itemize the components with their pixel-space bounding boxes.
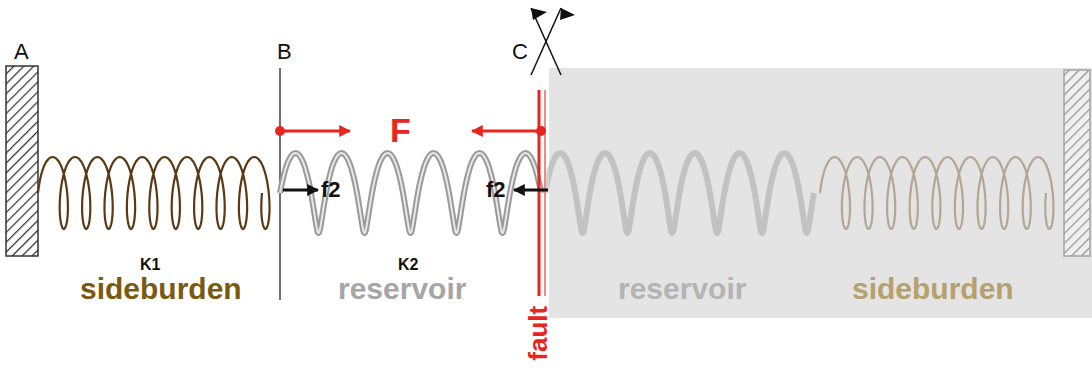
fault-label: fault: [524, 306, 553, 361]
force-label: F: [390, 112, 411, 149]
sideburden-spring: [38, 157, 270, 229]
force-label: f2: [321, 178, 341, 202]
fault-line: [544, 90, 546, 296]
fixed-wall: [1064, 70, 1090, 256]
region-label: reservoir: [618, 272, 746, 305]
force-arrow: [280, 130, 350, 133]
sideburden-spring: [820, 157, 1053, 229]
fault-line: [538, 90, 541, 296]
reservoir-spring: [280, 153, 541, 233]
reservoir-spring: [545, 153, 814, 233]
region-label: sideburden: [852, 272, 1014, 305]
fixed-wall: [6, 66, 38, 256]
force-label: f2: [486, 178, 506, 202]
point-label: A: [14, 40, 29, 64]
fault-marker: [531, 8, 575, 75]
stiffness-label: K2: [398, 256, 418, 274]
faded-region: [549, 68, 1092, 318]
stiffness-label: K1: [140, 256, 160, 274]
reservoir-spring: [280, 153, 541, 233]
region-label: reservoir: [338, 272, 466, 305]
point-label: C: [512, 40, 528, 64]
spring-force-arrow: [514, 189, 548, 192]
point-label: B: [277, 40, 292, 64]
spring-force-arrow: [283, 189, 318, 192]
region-label: sideburden: [80, 272, 242, 305]
force-arrow: [472, 130, 541, 133]
